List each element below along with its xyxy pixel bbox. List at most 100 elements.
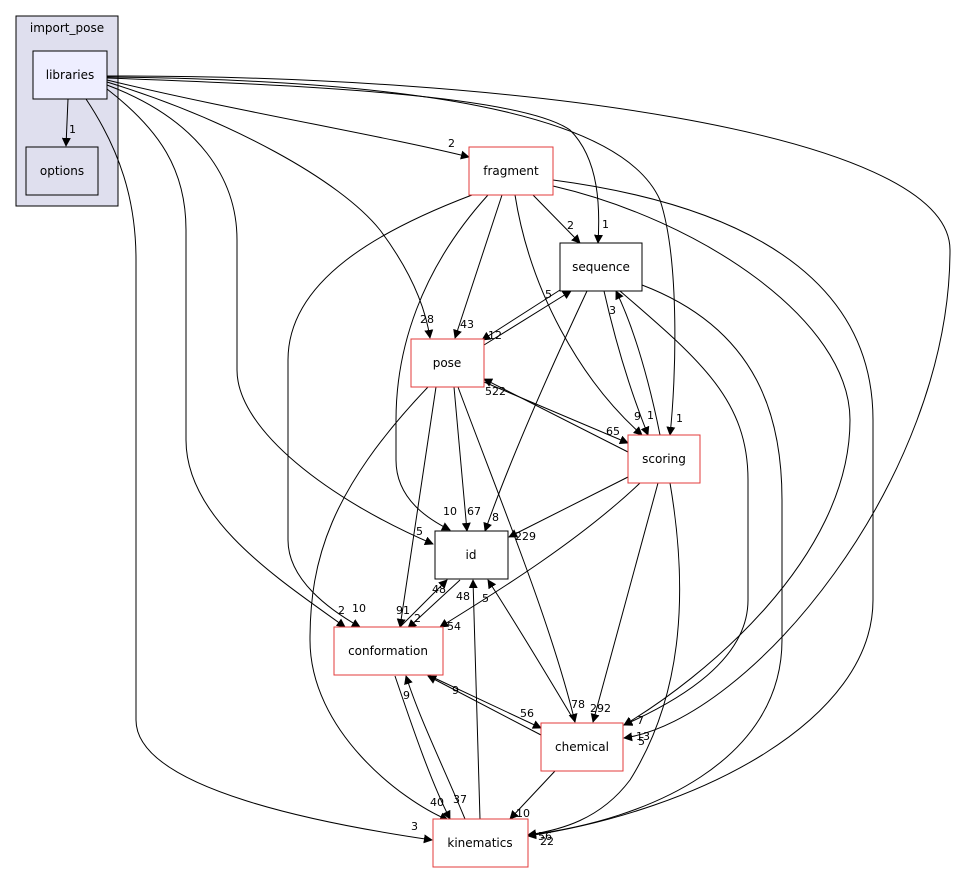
node-pose[interactable]: pose — [410, 338, 485, 388]
edge-label: 48 — [456, 590, 470, 603]
node-options[interactable]: options — [25, 146, 99, 196]
edge-sequence-chemical — [619, 290, 749, 726]
edge-chemical-id — [487, 579, 576, 723]
edge-label: 2 — [448, 137, 455, 150]
edge-label: 5 — [638, 735, 645, 748]
edge-sequence-pose — [481, 289, 561, 341]
edge-conformation-chemical — [427, 674, 542, 729]
edge-libraries-conformation — [106, 88, 346, 628]
edge-label: 22 — [540, 835, 554, 848]
node-conformation[interactable]: conformation — [333, 626, 444, 676]
edge-label: 1 — [676, 412, 683, 425]
edge-chemical-conformation — [427, 675, 542, 736]
edge-sequence-kinematics — [527, 284, 783, 839]
edge-label: 48 — [432, 583, 446, 596]
edge-scoring-pose — [483, 378, 629, 453]
edge-label: 5 — [416, 525, 423, 538]
edge-label: 1 — [602, 218, 609, 231]
edge-label: 9 — [403, 689, 410, 702]
edge-label: 12 — [488, 329, 502, 342]
node-sequence[interactable]: sequence — [559, 242, 643, 292]
edge-libraries-sequence — [106, 77, 603, 244]
edge-label: 1 — [69, 123, 76, 136]
node-chemical[interactable]: chemical — [540, 722, 624, 772]
edge-label: 3 — [411, 820, 418, 833]
edge-label: 292 — [590, 702, 611, 715]
edge-pose-kinematics — [309, 386, 449, 822]
edge-label: 2 — [567, 219, 574, 232]
edge-fragment-sequence — [532, 194, 581, 244]
edge-fragment-scoring — [514, 194, 643, 436]
edge-label: 67 — [467, 505, 481, 518]
edge-label: 43 — [460, 318, 474, 331]
edge-label: 5 — [482, 592, 489, 605]
edge-pose-scoring — [483, 381, 629, 444]
edge-label: 3 — [609, 304, 616, 317]
edge-libraries-id — [106, 84, 434, 545]
edge-libraries-fragment — [106, 79, 470, 160]
edge-label: 56 — [538, 830, 552, 843]
node-scoring[interactable]: scoring — [627, 434, 701, 484]
node-label: fragment — [483, 164, 539, 178]
edge-label: 10 — [443, 505, 457, 518]
edge-scoring-conformation — [439, 482, 641, 628]
edge-fragment-pose — [453, 194, 503, 339]
edge-kinematics-conformation — [404, 675, 466, 820]
edge-label: 37 — [453, 793, 467, 806]
edge-fragment-conformation — [287, 194, 473, 628]
edge-libraries-scoring — [106, 76, 676, 436]
edge-pose-conformation — [396, 386, 437, 628]
edge-conformation-id — [399, 579, 448, 628]
node-label: pose — [433, 356, 462, 370]
edge-scoring-sequence — [615, 290, 661, 436]
node-id[interactable]: id — [434, 530, 509, 580]
edge-label: 522 — [485, 385, 506, 398]
nodes: libraries options fragment sequence pose… — [25, 50, 701, 868]
edge-labels: 1 2 1 28 1 5 2 10 3 7 2 43 9 10 12 5 1 3… — [69, 123, 683, 848]
node-fragment[interactable]: fragment — [468, 146, 554, 196]
edge-label: 65 — [606, 425, 620, 438]
edge-label: 8 — [492, 511, 499, 524]
edge-libraries-options — [61, 98, 71, 147]
edge-label: 78 — [571, 698, 585, 711]
node-label: conformation — [348, 644, 428, 658]
edge-pose-chemical — [457, 386, 578, 723]
node-label: id — [466, 548, 477, 562]
cluster-label: import_pose — [30, 21, 104, 35]
edge-label: 2 — [414, 612, 421, 625]
node-label: sequence — [572, 260, 630, 274]
edge-chemical-kinematics — [509, 770, 556, 820]
edge-label: 91 — [396, 604, 410, 617]
edge-conformation-kinematics — [394, 675, 451, 820]
node-label: libraries — [46, 68, 94, 82]
edge-label: 10 — [352, 602, 366, 615]
edge-id-conformation — [407, 579, 461, 629]
node-label: scoring — [642, 452, 686, 466]
node-label: kinematics — [447, 836, 512, 850]
edge-pose-sequence — [483, 290, 572, 346]
node-label: options — [40, 164, 84, 178]
edge-label: 28 — [420, 313, 434, 326]
node-kinematics[interactable]: kinematics — [432, 818, 529, 868]
edge-label: 56 — [520, 707, 534, 720]
edge-scoring-id — [508, 476, 629, 538]
edge-label: 13 — [636, 730, 650, 743]
edge-libraries-pose — [106, 81, 434, 339]
edge-label: 10 — [516, 807, 530, 820]
edge-libraries-chemical — [106, 75, 951, 742]
edge-sequence-scoring — [603, 290, 650, 436]
node-label: chemical — [555, 740, 609, 754]
edge-sequence-id — [483, 290, 588, 532]
edge-fragment-kinematics — [527, 179, 874, 840]
edge-label: 5 — [545, 288, 552, 301]
edge-pose-id — [453, 386, 471, 532]
edge-label: 54 — [447, 620, 461, 633]
edges — [61, 75, 951, 844]
edge-label: 2 — [338, 604, 345, 617]
node-libraries[interactable]: libraries — [32, 50, 108, 100]
edge-label: 1 — [647, 409, 654, 422]
edge-libraries-kinematics — [85, 98, 433, 844]
edge-fragment-chemical — [552, 185, 851, 726]
edge-fragment-id — [395, 194, 489, 531]
